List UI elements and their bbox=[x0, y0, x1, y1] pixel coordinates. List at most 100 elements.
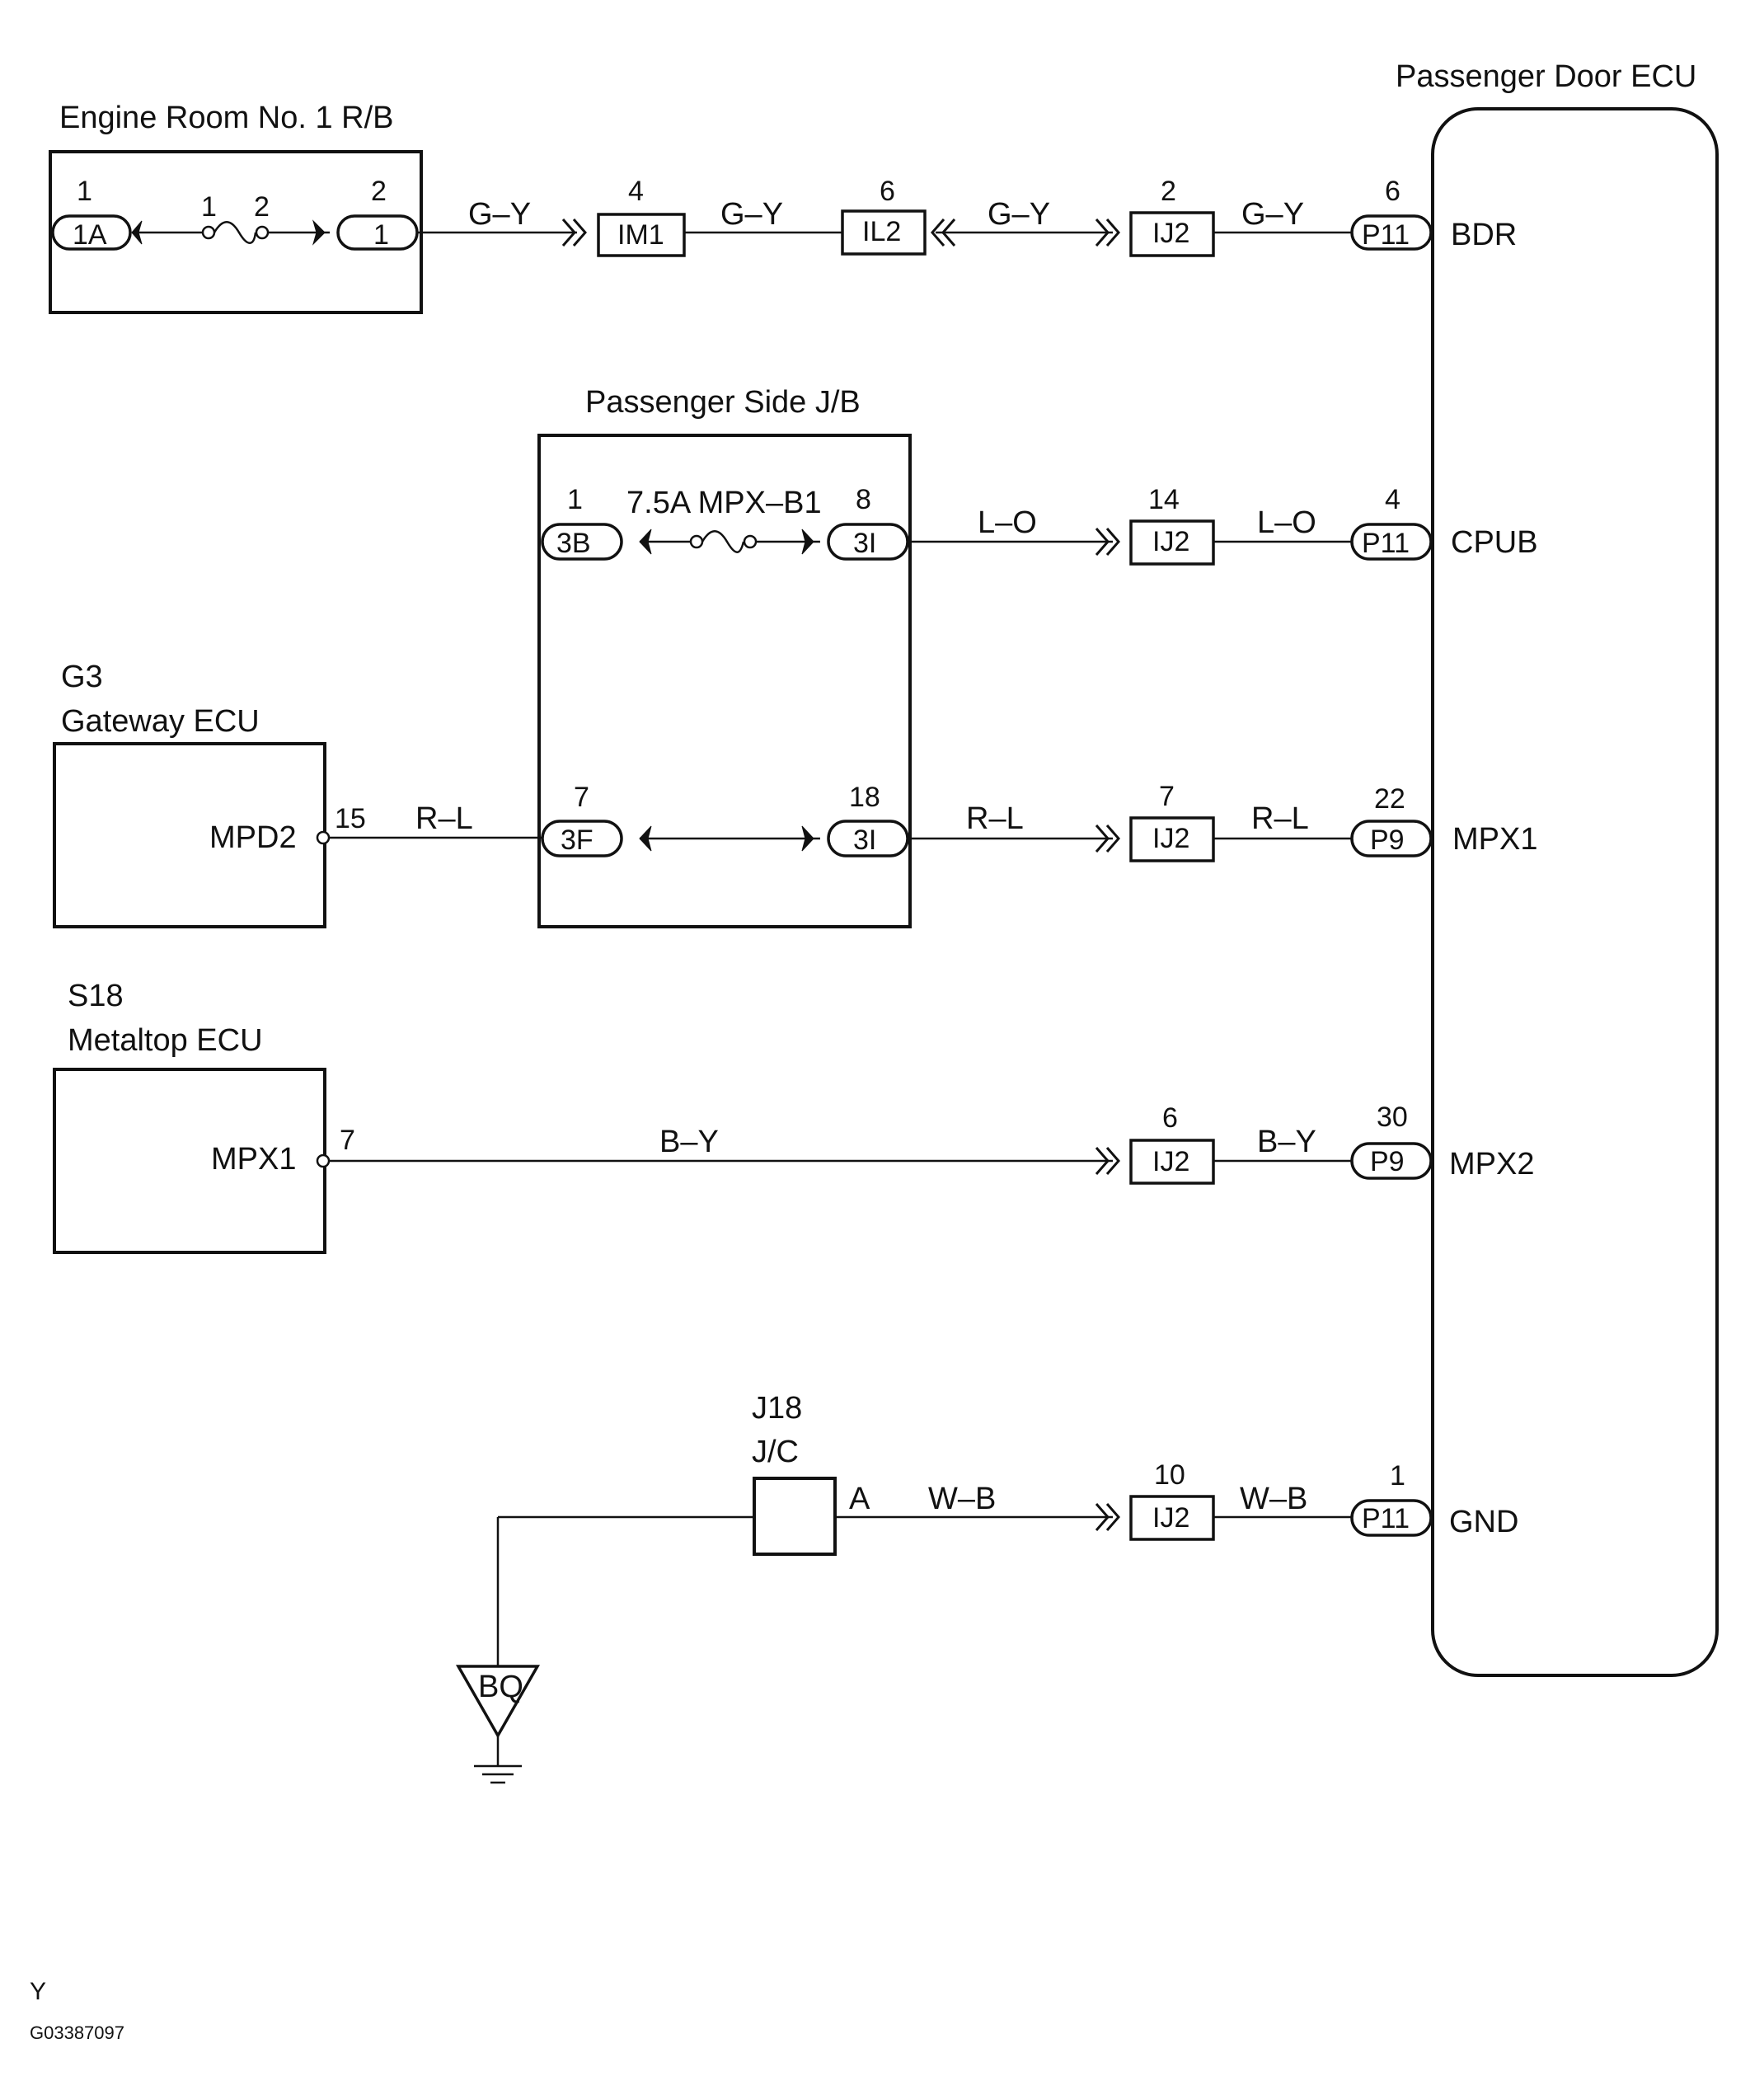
jc-id: J18 bbox=[752, 1391, 802, 1426]
connector-chevron bbox=[1095, 218, 1110, 247]
jc-box bbox=[753, 1477, 837, 1556]
pin-p11-gnd: 1 bbox=[1390, 1460, 1405, 1492]
connector-chevron bbox=[931, 218, 945, 247]
pin-il2: 6 bbox=[880, 176, 895, 207]
engine-room-rb-label: Engine Room No. 1 R/B bbox=[59, 101, 394, 135]
connector-p11-bdr bbox=[1350, 214, 1433, 251]
pin-im1: 4 bbox=[628, 176, 644, 207]
passenger-side-jb-box bbox=[537, 434, 912, 928]
connector-3b-label: 3B bbox=[556, 528, 591, 559]
connector-p9-mpx1 bbox=[1350, 820, 1433, 857]
pin-jb-3i-mid: 18 bbox=[849, 782, 880, 813]
pin-ij2-mpx2: 6 bbox=[1162, 1102, 1178, 1134]
pin-metaltop-mpx1: 7 bbox=[340, 1125, 355, 1156]
pin-ij2-mpx1: 7 bbox=[1159, 781, 1175, 812]
fuse-pin-2: 2 bbox=[254, 191, 270, 223]
connector-p11-gnd bbox=[1350, 1499, 1433, 1537]
terminal-metaltop-mpx1: MPX1 bbox=[211, 1142, 296, 1177]
wire-color-bdr-3: G–Y bbox=[988, 197, 1050, 232]
terminal-mpx2: MPX2 bbox=[1449, 1147, 1534, 1182]
connector-chevron bbox=[1105, 1147, 1120, 1175]
pin-jb-3b: 1 bbox=[567, 484, 583, 515]
wire-color-gnd-2: W–B bbox=[1240, 1482, 1307, 1516]
fuse-terminal bbox=[201, 225, 216, 240]
connector-p11-bdr-label: P11 bbox=[1362, 219, 1410, 251]
wire-color-bdr-4: G–Y bbox=[1241, 197, 1304, 232]
connector-chevron bbox=[1105, 528, 1120, 556]
connector-im1-label: IM1 bbox=[617, 219, 664, 251]
wire-color-bdr-1: G–Y bbox=[468, 197, 531, 232]
fuse-pin-1: 1 bbox=[201, 191, 217, 223]
pin-jb-3f: 7 bbox=[574, 782, 589, 813]
connector-3f-label: 3F bbox=[561, 824, 593, 856]
gateway-ecu-label: Gateway ECU bbox=[61, 704, 260, 739]
fuse-mpx-b1-label: 7.5A MPX–B1 bbox=[626, 486, 822, 520]
connector-chevron bbox=[1095, 1503, 1110, 1531]
passenger-door-ecu-label: Passenger Door ECU bbox=[1396, 59, 1696, 94]
connector-1-label: 1 bbox=[373, 219, 389, 251]
connector-chevron bbox=[1105, 1503, 1120, 1531]
pin-p9-mpx2: 30 bbox=[1377, 1102, 1408, 1133]
ecu-terminal-point bbox=[316, 830, 331, 845]
fuse-terminal bbox=[255, 225, 270, 240]
connector-1a-label: 1A bbox=[73, 219, 107, 251]
wire-color-mpx2-2: B–Y bbox=[1257, 1125, 1316, 1159]
gateway-ecu-id: G3 bbox=[61, 660, 103, 694]
footer-code: G03387097 bbox=[30, 2022, 124, 2043]
pin-rb-1a: 1 bbox=[77, 176, 92, 207]
terminal-bdr: BDR bbox=[1451, 218, 1517, 252]
connector-chevron bbox=[1095, 824, 1110, 853]
wire-color-cpub-1: L–O bbox=[978, 505, 1037, 540]
jc-label: J/C bbox=[752, 1435, 799, 1469]
connector-ij2-gnd-label: IJ2 bbox=[1152, 1502, 1189, 1534]
pin-p11-cpub: 4 bbox=[1385, 484, 1400, 515]
wire-color-cpub-2: L–O bbox=[1257, 505, 1316, 540]
wire-color-mpx1-2: R–L bbox=[1251, 801, 1309, 836]
connector-il2-label: IL2 bbox=[862, 216, 901, 247]
terminal-mpx1: MPX1 bbox=[1452, 822, 1537, 857]
terminal-cpub: CPUB bbox=[1451, 525, 1538, 560]
connector-ij2-bdr-label: IJ2 bbox=[1152, 218, 1189, 249]
passenger-door-ecu-box bbox=[1431, 107, 1719, 1677]
wire-color-bdr-2: G–Y bbox=[720, 197, 783, 232]
connector-p9-mpx1-label: P9 bbox=[1370, 824, 1405, 856]
connector-3i-top-label: 3I bbox=[853, 528, 876, 559]
ecu-terminal-point bbox=[316, 1153, 331, 1168]
pin-ij2-gnd: 10 bbox=[1154, 1459, 1185, 1491]
connector-im1 bbox=[597, 213, 686, 257]
connector-3b bbox=[541, 523, 623, 561]
connector-il2 bbox=[841, 209, 927, 256]
ground-point-label: BQ bbox=[478, 1670, 523, 1704]
terminal-gnd: GND bbox=[1449, 1505, 1518, 1539]
connector-chevron bbox=[561, 218, 576, 247]
connector-ij2-mpx1-label: IJ2 bbox=[1152, 823, 1189, 854]
connector-1a bbox=[51, 214, 132, 251]
ground-point-triangle bbox=[455, 1665, 541, 1739]
connector-chevron bbox=[1105, 824, 1120, 853]
connector-p11-gnd-label: P11 bbox=[1362, 1503, 1410, 1534]
connector-chevron bbox=[572, 218, 587, 247]
connector-chevron bbox=[1105, 218, 1120, 247]
connector-chevron bbox=[1095, 1147, 1110, 1175]
pin-jb-3i-top: 8 bbox=[856, 484, 871, 515]
connector-ij2-cpub bbox=[1129, 519, 1215, 566]
connector-ij2-mpx1 bbox=[1129, 816, 1215, 862]
footer-letter: Y bbox=[30, 1978, 46, 2005]
connector-ij2-bdr bbox=[1129, 211, 1215, 257]
fuse-icon bbox=[213, 221, 257, 244]
terminal-arrow bbox=[801, 529, 814, 555]
terminal-jc-a: A bbox=[849, 1482, 870, 1516]
connector-3f bbox=[541, 820, 623, 857]
pin-gateway-mpd2: 15 bbox=[335, 803, 366, 834]
connector-p11-cpub bbox=[1350, 523, 1433, 561]
terminal-gateway-mpd2: MPD2 bbox=[209, 820, 297, 855]
fuse-terminal bbox=[689, 534, 704, 549]
terminal-arrow bbox=[801, 825, 814, 852]
pin-p11-bdr: 6 bbox=[1385, 176, 1400, 207]
pin-rb-1: 2 bbox=[371, 176, 387, 207]
connector-ij2-cpub-label: IJ2 bbox=[1152, 526, 1189, 557]
pin-ij2-bdr: 2 bbox=[1161, 176, 1176, 207]
wire-color-mpx1-1: R–L bbox=[966, 801, 1024, 836]
connector-ij2-mpx2 bbox=[1129, 1139, 1215, 1185]
